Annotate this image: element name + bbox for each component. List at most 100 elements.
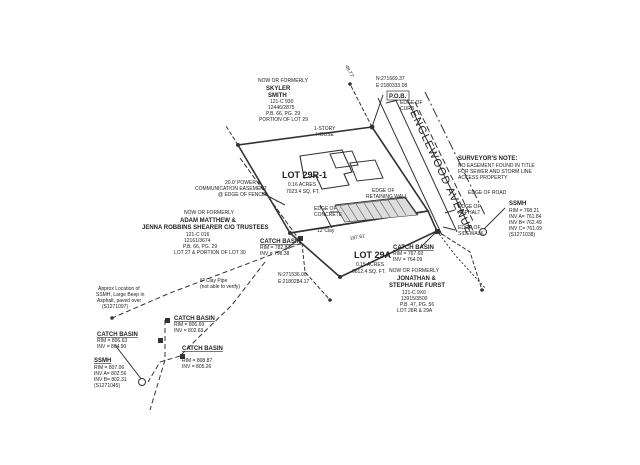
pob-pin — [369, 124, 375, 130]
ssmh-r-3: INV B= 762.49 — [509, 220, 542, 226]
pob-label: P.O.B. — [389, 94, 407, 100]
cb3-1: RIM = 806.69 — [174, 322, 204, 328]
adam-6: LOT 27 & PORTION OF LOT 30 — [174, 250, 246, 256]
storm-line-right — [436, 230, 483, 291]
concrete-hatch — [334, 197, 418, 223]
ssmh-r-5: (S1271038) — [509, 232, 535, 238]
dim-north: 48.77' — [343, 64, 355, 79]
furst-5: P.B. 47, PG. 56 — [400, 302, 434, 308]
edge-concrete-2: CONCRETE — [314, 212, 343, 218]
adam-0: NOW OR FORMERLY — [184, 210, 235, 216]
leader-cb1 — [284, 237, 301, 251]
smith-2: SMITH — [268, 93, 287, 99]
clay-pipe-line — [111, 242, 303, 319]
edge-curb-1: EDGE OF — [400, 100, 423, 106]
leader-ssmh-right — [482, 207, 506, 231]
sample-point-4 — [110, 316, 114, 320]
ssmh-l-2: INV A= 802.56 — [94, 371, 127, 377]
easement-1: 20.0' POWER & — [225, 180, 261, 186]
ssmh-r-1: RIM = 768.21 — [509, 208, 539, 214]
deck — [349, 159, 384, 182]
adam-3: 121-C 016 — [186, 232, 210, 238]
road-edge-2 — [392, 93, 458, 233]
cb4-2: INV = 804.90 — [97, 344, 127, 350]
lot-line-west-ext — [225, 125, 239, 146]
concrete-area — [334, 197, 418, 223]
sample-point-2 — [480, 288, 484, 292]
ssmh-l-4: (S1271045) — [94, 383, 120, 389]
ssmh-note-0: Approx Location of — [98, 286, 140, 292]
ssmh-l-1: RIM = 807.06 — [94, 365, 124, 371]
retaining-2: RETAINING WALL — [366, 194, 408, 200]
ssmh-r-0: SSMH — [509, 201, 526, 207]
house-label-2: HOUSE — [316, 132, 334, 138]
corner-pin-west — [236, 143, 240, 147]
edge-sidewalk-2: SIDEWALK — [458, 231, 484, 237]
sewer-line-2 — [179, 261, 266, 357]
easement-2: COMMUNICATION EASEMENT — [195, 186, 267, 192]
house-footprint — [299, 149, 353, 190]
leader-sidewalk — [442, 226, 456, 231]
pob-coords-e: E:2180333.08 — [376, 83, 407, 89]
cb2-0: CATCH BASIN — [393, 245, 434, 251]
ssmh-note-3: (S1271097) — [102, 304, 128, 310]
note-1: NO EASEMENT FOUND IN TITLE — [458, 163, 535, 169]
sewer-line-5 — [301, 242, 331, 301]
adam-2: JENNA ROBBINS SHEARER C/O TRUSTEES — [142, 225, 268, 231]
cb4-symbol — [158, 338, 163, 343]
furst-2: STEPHANIE FURST — [389, 283, 445, 289]
easement-3: @ EDGE OF FENCE — [218, 192, 266, 198]
lot29r1-label: LOT 29R-1 — [282, 170, 327, 180]
storm-line-right-2 — [436, 230, 486, 289]
lot29a-area-2: 6612.4 SQ. FT. — [352, 269, 386, 275]
sample-point-3 — [348, 82, 352, 86]
sewer-line-3 — [147, 355, 181, 383]
cb3-symbol — [165, 318, 170, 323]
clay-pipe-6-1: 6" Clay Pipe — [200, 278, 228, 284]
ssmh-note-2: Asphalt, paved over — [97, 298, 142, 304]
cb5-symbol — [180, 354, 185, 359]
smith-5: P.B. 66, PG. 29 — [266, 111, 300, 117]
fence-line — [239, 157, 299, 239]
clay-pipe-12: 12"Clay — [317, 228, 335, 234]
pt-coords-e: E:2180284.17 — [278, 279, 309, 285]
ssmh-l-0: SSMH — [94, 358, 111, 364]
pob-box — [386, 90, 410, 101]
adam-5: P.B. 66, PG. 29 — [183, 244, 217, 250]
lot29a-label: LOT 29A — [354, 250, 392, 260]
cb3-2: INV = 802.63 — [174, 328, 204, 334]
leader-easement — [261, 192, 286, 206]
cb1-1: RIM = 782.83 — [260, 245, 290, 251]
pt-coords-n: N:271536.06 — [278, 272, 307, 278]
leader-ssmh-left — [114, 344, 143, 381]
ssmh-r-4: INV C= 761.09 — [509, 226, 542, 232]
road-edge-3 — [402, 90, 471, 229]
furst-0: NOW OR FORMERLY — [389, 268, 440, 274]
lot29a-area-1: 0.15 ACRES — [356, 262, 385, 268]
cb1-0: CATCH BASIN — [260, 239, 301, 245]
leader-asphalt — [444, 209, 456, 214]
edge-asphalt-1: EDGE OF — [458, 204, 481, 210]
furst-1: JONATHAN & — [397, 276, 437, 282]
edge-concrete-line — [319, 204, 333, 229]
note-0: SURVEYOR'S NOTE: — [458, 156, 517, 162]
smith-1: SKYLER — [266, 86, 291, 92]
pob-coords-n: N:271669.37 — [376, 76, 405, 82]
cb2-symbol — [435, 229, 440, 234]
retaining-wall — [334, 196, 419, 216]
clay-pipe-6-2: (not able to verify) — [200, 284, 240, 290]
ssmh-note-1: SSMH, Large Beep in — [96, 292, 145, 298]
adam-1: ADAM MATTHEW & — [180, 218, 237, 224]
linework — [111, 83, 506, 411]
lot-line-extension — [349, 83, 373, 128]
adam-4: 12161/3674 — [184, 238, 211, 244]
cb2-1: RIM = 767.69 — [393, 251, 423, 257]
leader-curb — [385, 99, 399, 104]
cb3-0: CATCH BASIN — [174, 316, 215, 322]
corner-pin-sw — [288, 231, 292, 235]
smith-6: PORTION OF LOT 29 — [259, 117, 308, 123]
sewer-line-4 — [149, 320, 166, 411]
retaining-1: EDGE OF — [372, 188, 395, 194]
cb1-2: INV = 798.38 — [260, 251, 290, 257]
